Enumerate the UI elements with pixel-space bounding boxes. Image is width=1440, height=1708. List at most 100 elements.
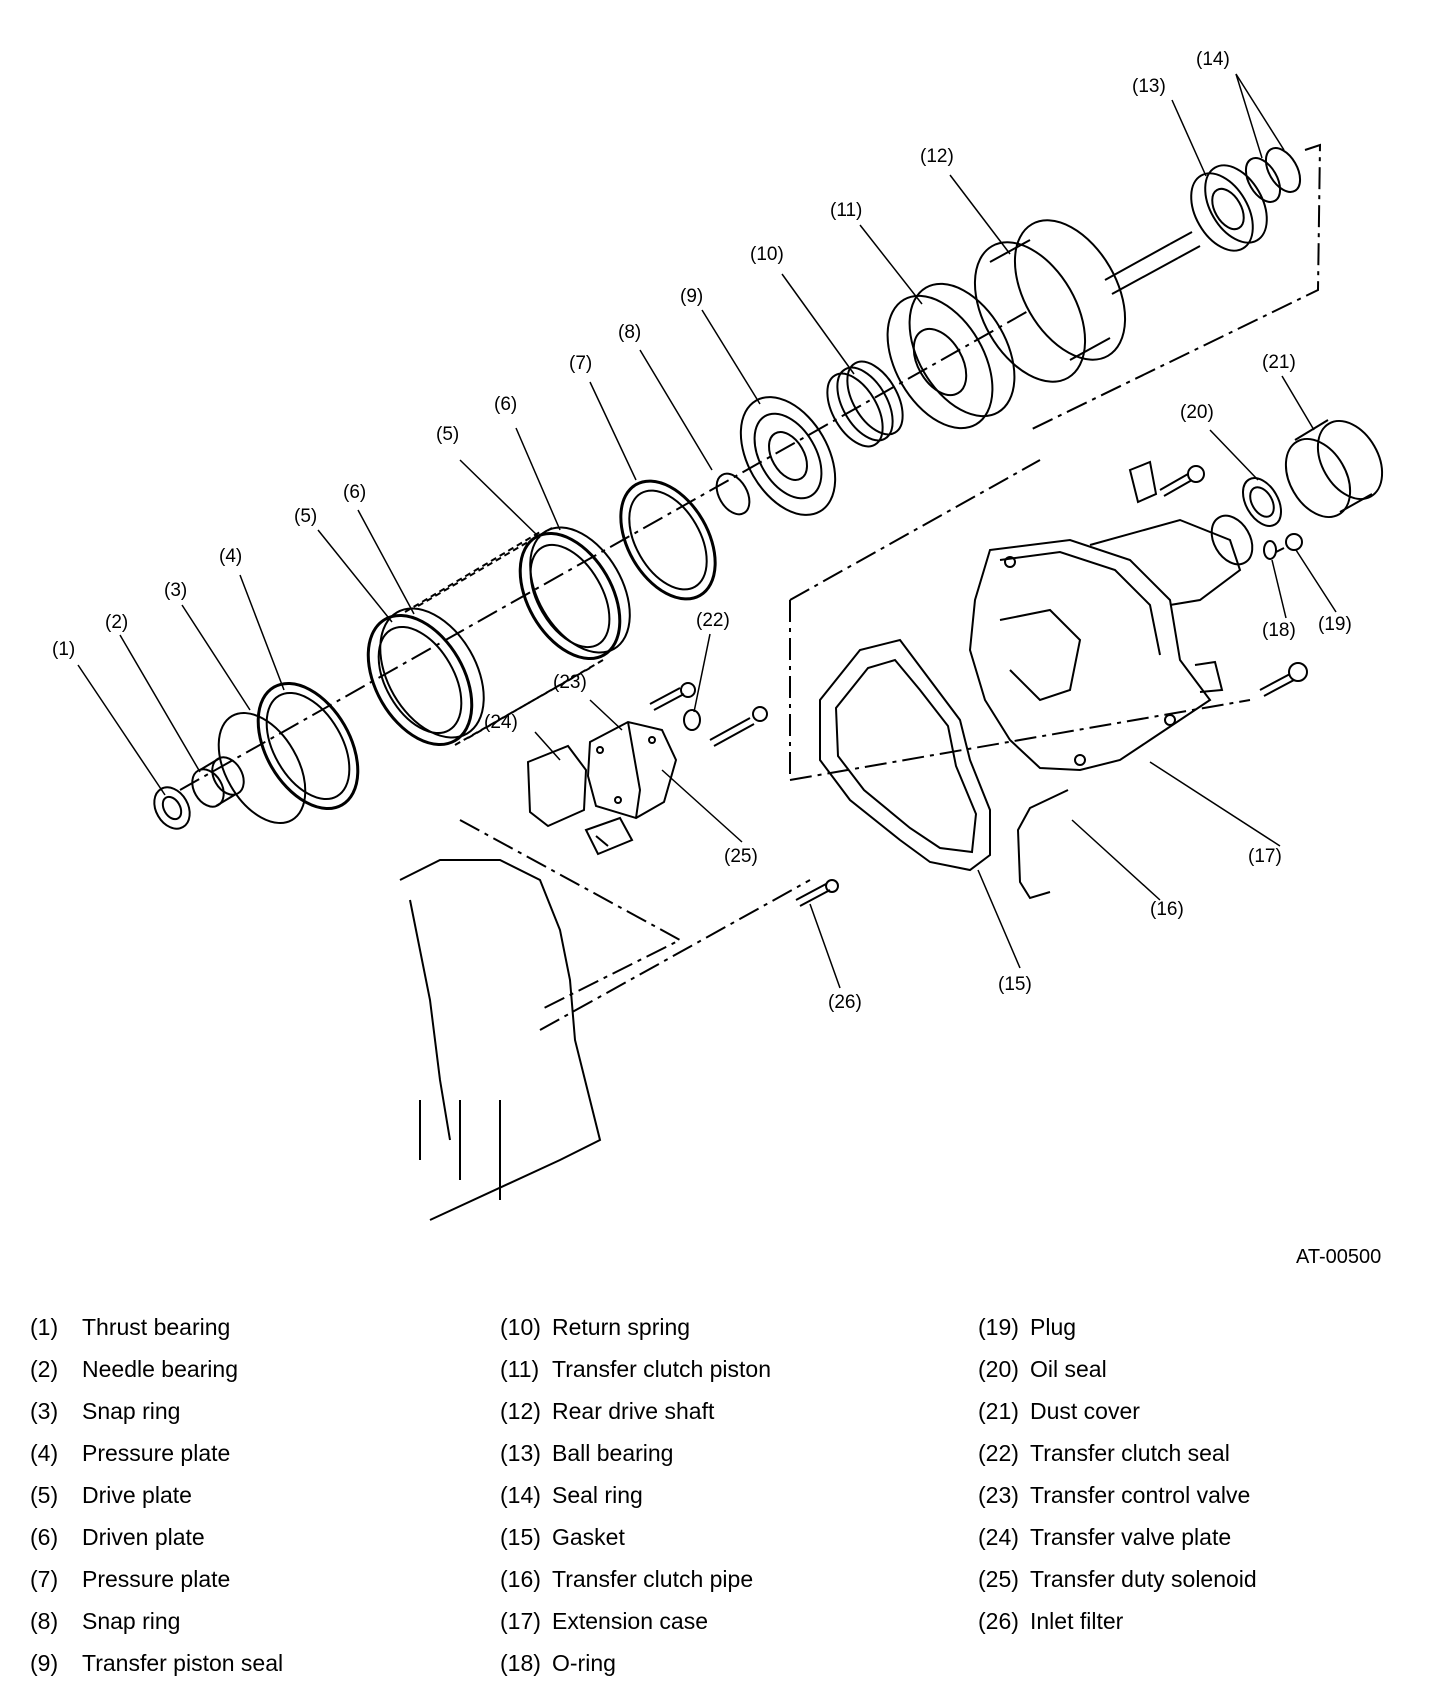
legend-part-name: Transfer clutch piston	[552, 1356, 772, 1382]
callout-3: (3)	[164, 580, 187, 601]
legend-number: (25)	[978, 1566, 1019, 1592]
bracket-bolt-part	[1128, 460, 1205, 504]
legend-item: (25)Transfer duty solenoid	[978, 1558, 1438, 1600]
gasket-part	[819, 638, 991, 872]
legend-part-name: Seal ring	[552, 1482, 643, 1508]
callout-4: (4)	[219, 546, 242, 567]
legend-number: (18)	[500, 1650, 541, 1676]
legend-part-name: Rear drive shaft	[552, 1398, 715, 1424]
dust-cover-part	[1284, 419, 1384, 518]
callout-16: (16)	[1150, 899, 1184, 920]
callout-labels: (1) (2) (3) (4) (5) (6) (5) (6) (7) (8) …	[52, 49, 1352, 1013]
legend-number: (2)	[30, 1356, 59, 1382]
legend-part-name: Ball bearing	[552, 1440, 674, 1466]
callout-18: (18)	[1262, 620, 1296, 641]
callout-17: (17)	[1248, 846, 1282, 867]
legend-column-1: (1)Thrust bearing (2)Needle bearing (3) S…	[30, 1306, 490, 1684]
legend-part-name: Transfer valve plate	[1030, 1524, 1232, 1550]
callout-14: (14)	[1196, 49, 1230, 70]
parts-legend: (1)Thrust bearing (2)Needle bearing (3) S…	[30, 1306, 1430, 1698]
legend-item: (8)Snap ring	[30, 1600, 490, 1642]
legend-part-name: Return spring	[552, 1314, 691, 1340]
callout-12: (12)	[920, 146, 954, 167]
callout-24: (24)	[484, 712, 518, 733]
legend-item: (19)Plug	[978, 1306, 1438, 1348]
callout-26: (26)	[828, 992, 862, 1013]
legend-column-2: (10) Return spring (11)Transfer clutch pi…	[500, 1306, 960, 1684]
legend-part-name: Dust cover	[1030, 1398, 1140, 1424]
callout-19: (19)	[1318, 614, 1352, 635]
transfer-valve-plate-part	[526, 744, 588, 828]
clutch-pack-guide-lines	[404, 527, 604, 746]
extension-case-part	[968, 514, 1254, 772]
transfer-clutch-pipe-part	[1016, 789, 1069, 900]
legend-item: (21) Dust cover	[978, 1390, 1438, 1432]
rear-drive-shaft-part	[973, 219, 1201, 383]
legend-number: (19)	[978, 1314, 1019, 1340]
callout-1: (1)	[52, 639, 75, 660]
callout-6a: (6)	[343, 482, 366, 503]
ball-bearing-part	[1190, 164, 1268, 252]
transfer-clutch-piston-part	[886, 282, 1016, 430]
legend-part-name: Pressure plate	[82, 1440, 231, 1466]
legend-number: (17)	[500, 1608, 541, 1634]
callout-20: (20)	[1180, 402, 1214, 423]
seal-rings-part	[1244, 147, 1302, 203]
legend-part-name: Transfer clutch pipe	[552, 1566, 754, 1592]
legend-number: (6)	[30, 1524, 59, 1550]
legend-part-name: Transfer piston seal	[82, 1650, 284, 1676]
legend-number: (10)	[500, 1314, 541, 1340]
inlet-filter-part	[795, 879, 839, 907]
legend-number: (22)	[978, 1440, 1019, 1466]
clutch-pack-rear-part	[518, 526, 631, 661]
legend-part-name: Snap ring	[82, 1398, 181, 1424]
transfer-duty-solenoid-part	[584, 816, 634, 856]
shaft-axis-bracket	[1029, 143, 1322, 431]
legend-item: (2)Needle bearing	[30, 1348, 490, 1390]
callout-5a: (5)	[294, 506, 317, 527]
callout-22: (22)	[696, 610, 730, 631]
legend-item: (12) Rear drive shaft	[500, 1390, 960, 1432]
snap-ring-3-part	[217, 712, 307, 824]
callout-7: (7)	[569, 353, 592, 374]
transmission-housing-part	[399, 859, 602, 1221]
legend-number: (13)	[500, 1440, 541, 1466]
legend-number: (4)	[30, 1440, 59, 1466]
clutch-pack-front-part	[366, 607, 485, 746]
legend-part-name: Transfer clutch seal	[1030, 1440, 1230, 1466]
legend-number: (8)	[30, 1608, 59, 1634]
legend-item: (1)Thrust bearing	[30, 1306, 490, 1348]
legend-part-name: O-ring	[552, 1650, 616, 1676]
legend-number: (15)	[500, 1524, 541, 1550]
needle-bearing-part	[191, 756, 245, 808]
legend-number: (21)	[978, 1398, 1019, 1424]
legend-part-name: Thrust bearing	[82, 1314, 231, 1340]
callout-10: (10)	[750, 244, 784, 265]
case-bolt-part	[1259, 662, 1308, 697]
legend-item: (23)Transfer control valve	[978, 1474, 1438, 1516]
callout-25: (25)	[724, 846, 758, 867]
legend-part-name: Oil seal	[1030, 1356, 1107, 1382]
legend-item: (18) O-ring	[500, 1642, 960, 1684]
transfer-clutch-seal-part	[649, 682, 768, 747]
legend-number: (20)	[978, 1356, 1019, 1382]
gasket-inner-part	[834, 658, 978, 854]
pressure-plate-4-part	[256, 681, 360, 811]
legend-number: (9)	[30, 1650, 59, 1676]
legend-part-name: Pressure plate	[82, 1566, 231, 1592]
legend-part-name: Gasket	[552, 1524, 625, 1550]
callout-15: (15)	[998, 974, 1032, 995]
legend-number: (7)	[30, 1566, 59, 1592]
legend-number: (3)	[30, 1398, 59, 1424]
legend-item: (5)Drive plate	[30, 1474, 490, 1516]
legend-item: (11)Transfer clutch piston	[500, 1348, 960, 1390]
legend-part-name: Driven plate	[82, 1524, 205, 1550]
legend-number: (12)	[500, 1398, 541, 1424]
callout-13: (13)	[1132, 76, 1166, 97]
snap-ring-8-part	[715, 472, 751, 516]
assembly-axis-line	[179, 309, 1031, 791]
legend-item: (14)Seal ring	[500, 1474, 960, 1516]
o-ring-part	[1263, 540, 1277, 560]
inlet-filter-axis	[539, 879, 811, 1031]
legend-item: (20) Oil seal	[978, 1348, 1438, 1390]
